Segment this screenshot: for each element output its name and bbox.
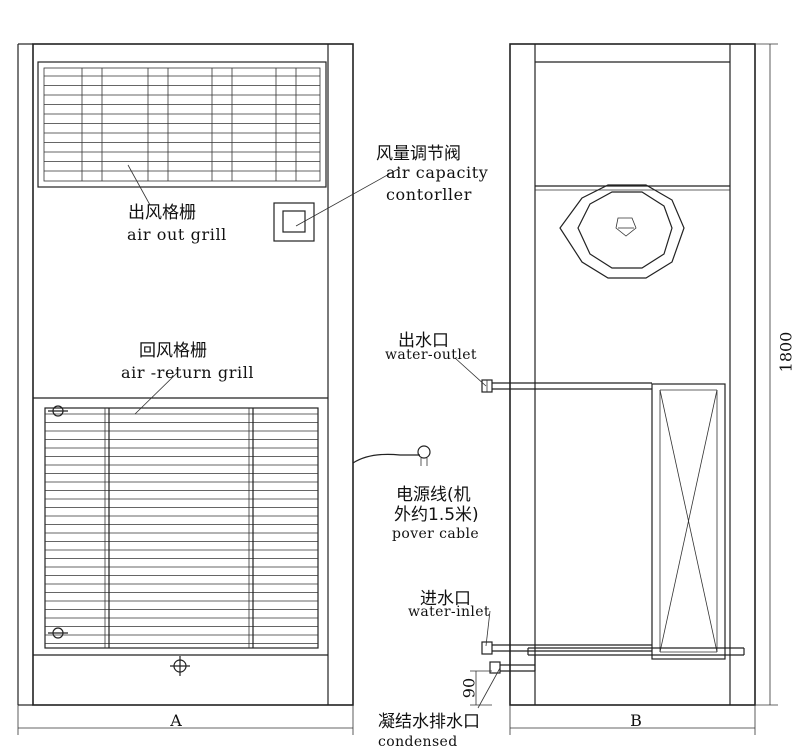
leader-air-return	[134, 371, 179, 415]
dimension-1800-label: 1800	[777, 332, 796, 373]
water-inlet-label-cn: 进水口	[420, 589, 471, 609]
front-cabinet-outline	[32, 43, 354, 706]
dimension-90-label: 90	[460, 678, 479, 698]
front-view: 出风格栅 air out grill 回风格栅 air -return gril…	[17, 43, 401, 735]
water-outlet-label-cn: 出水口	[398, 331, 449, 351]
fan-icon	[559, 184, 685, 279]
leader-condensed	[477, 667, 501, 709]
condensed-label-cn: 凝结水排水口	[378, 712, 480, 732]
air-capacity-label-cn: 风量调节阀	[376, 144, 461, 164]
air-out-grill	[37, 61, 327, 188]
air-return-grill	[44, 405, 319, 649]
power-cable	[352, 445, 431, 466]
water-outlet-label-en: water-outlet	[385, 347, 477, 363]
water-inlet-label-en: water-inlet	[408, 604, 490, 620]
dimension-b: B	[509, 705, 756, 735]
power-cable-label-cn-2: 外约1.5米)	[394, 505, 479, 525]
leader-water-outlet	[454, 357, 487, 387]
power-cable-label-cn-1: 电源线(机	[396, 485, 471, 505]
air-capacity-label-en-1: air capacity	[386, 163, 488, 182]
air-out-grill-label-cn: 出风格栅	[128, 203, 196, 223]
dimension-1800: 1800	[755, 43, 796, 706]
condensed-label-en: condensed	[378, 734, 458, 750]
air-return-grill-label-cn: 回风格栅	[139, 341, 207, 361]
leader-air-capacity	[295, 167, 401, 227]
side-cabinet-outline	[509, 43, 756, 706]
power-cable-label-en: pover cable	[392, 526, 479, 542]
air-return-grill-label-en: air -return grill	[121, 363, 254, 382]
side-view: 风量调节阀 air capacity contorller 出水口 water-…	[352, 43, 796, 750]
air-out-grill-label-en: air out grill	[127, 225, 227, 244]
dimension-a: A	[17, 705, 354, 735]
air-capacity-controller	[273, 202, 315, 242]
condensed-drain-pipe	[489, 655, 536, 674]
leader-water-inlet	[485, 610, 491, 647]
plug-icon	[417, 445, 431, 459]
air-capacity-label-en-2: contorller	[386, 185, 472, 204]
dimension-b-label: B	[630, 711, 642, 730]
water-outlet-pipe	[481, 379, 652, 393]
coil-heat-exchanger	[651, 383, 726, 660]
leader-air-out	[127, 164, 151, 206]
water-inlet-pipe	[481, 641, 745, 656]
dimension-a-label: A	[169, 711, 182, 730]
lock-icon	[170, 656, 190, 676]
dimension-90: 90	[460, 670, 492, 706]
